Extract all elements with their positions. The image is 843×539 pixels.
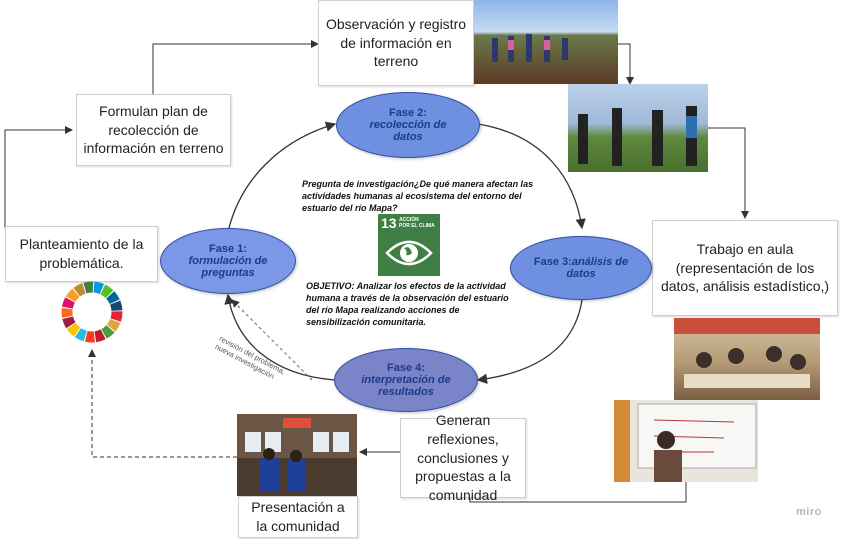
box-trabajo: Trabajo en aula (representación de los d…: [652, 220, 838, 316]
flow-plan-to-observacion: [152, 40, 319, 94]
flow-presentacion-to-sdg: [88, 349, 237, 458]
box-observacion: Observación y registro de información en…: [318, 0, 474, 86]
miro-watermark: miro: [796, 506, 822, 518]
box-observacion-text: Observación y registro de información en…: [325, 15, 467, 70]
cycle-arrow-1-to-2: [227, 121, 337, 233]
phase-4: Fase 4: interpretación de resultados: [334, 348, 478, 412]
photo-river-group: [568, 84, 708, 172]
flow-photo-to-trabajo: [708, 127, 749, 219]
phase-2-line: Fase 2: recolección de datos: [358, 107, 458, 143]
box-presentacion-text: Presentación a la comunidad: [251, 499, 345, 534]
research-objective: OBJETIVO: Analizar los efectos de la act…: [306, 281, 509, 328]
research-question: Pregunta de investigación¿De qué manera …: [302, 179, 534, 214]
cycle-arrow-4-to-1: [224, 293, 336, 381]
box-planteamiento: Planteamiento de la problemática.: [5, 226, 158, 282]
phase-1-subtitle: formulación de preguntas: [188, 255, 268, 279]
box-reflexiones-text: Generan reflexiones, conclusiones y prop…: [415, 411, 511, 504]
phase-4-title: Fase 4:: [387, 362, 425, 374]
phase-3-title: Fase 3:: [533, 256, 572, 268]
flow-fase4-to-fase1: [231, 299, 313, 381]
sdg13-number: 13: [381, 215, 397, 231]
box-plan: Formulan plan de recolección de informac…: [76, 94, 231, 166]
phase-2: Fase 2: recolección de datos: [336, 92, 480, 158]
phase-2-title: Fase 2:: [389, 107, 427, 119]
photo-classroom-students: [674, 318, 820, 400]
box-presentacion: Presentación a la comunidad: [238, 496, 358, 538]
photo-presentation: [237, 414, 357, 496]
box-plan-text: Formulan plan de recolección de informac…: [83, 102, 224, 157]
phase-2-subtitle: recolección de datos: [369, 119, 447, 143]
box-trabajo-text: Trabajo en aula (representación de los d…: [660, 240, 830, 295]
presentation-icon: [237, 414, 357, 496]
sdg13-label-2: POR EL CLIMA: [399, 223, 435, 229]
phase-3-subtitle: análisis de datos: [566, 256, 629, 280]
whiteboard-icon: [614, 400, 757, 482]
eye-globe-icon: [385, 240, 433, 266]
cycle-arrow-3-to-4: [476, 299, 583, 384]
photo-whiteboard-student: [614, 400, 758, 482]
phase-3: Fase 3:análisis de datos: [510, 236, 652, 300]
flow-observacion-to-photo: [618, 43, 634, 85]
box-reflexiones: Generan reflexiones, conclusiones y prop…: [400, 412, 526, 503]
students-desks-icon: [674, 318, 820, 388]
phase-1: Fase 1: formulación de preguntas: [160, 228, 296, 294]
people-river-icon: [578, 106, 697, 166]
people-field-icon: [492, 34, 568, 62]
sdg13-icon: 13 ACCIÓN POR EL CLIMA: [378, 214, 440, 276]
phase-4-subtitle: interpretación de resultados: [361, 374, 451, 398]
flow-planteamiento-to-plan: [4, 126, 73, 228]
box-planteamiento-text: Planteamiento de la problemática.: [19, 236, 144, 271]
cycle-arrow-2-to-3: [477, 123, 586, 230]
sdg-wheel-icon: [61, 281, 123, 343]
photo-field-observation: [474, 0, 618, 84]
phase-1-title: Fase 1:: [209, 243, 247, 255]
phase-3-line: Fase 3:análisis de datos: [531, 256, 631, 280]
sdg13-label-1: ACCIÓN: [399, 217, 419, 223]
